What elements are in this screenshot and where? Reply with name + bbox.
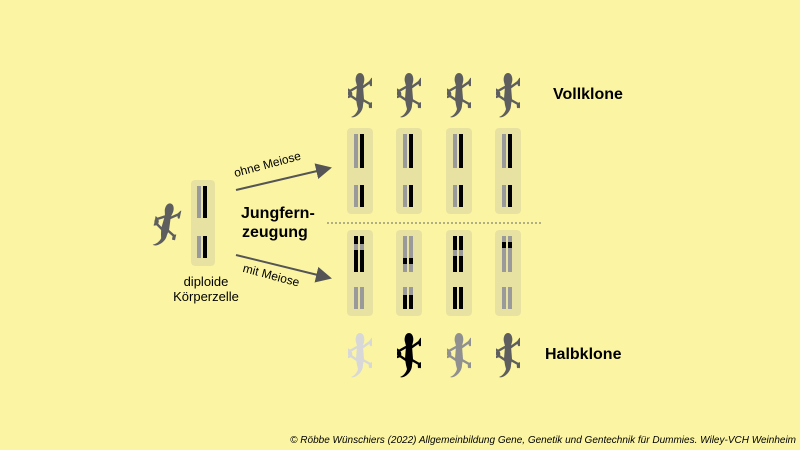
half-clone-chromosome-1b (409, 236, 413, 272)
full-clone-chromosome-1a (354, 134, 358, 168)
half-clone-chromosome-1b (459, 236, 463, 272)
full-clones-label: Vollklone (553, 86, 623, 103)
half-clone-chromosome-2a (354, 287, 358, 309)
half-clone-chromosome-2b (508, 287, 512, 309)
parent-chromosome-1b (203, 186, 207, 218)
full-clone-chromosome-2a (403, 185, 407, 207)
half-clone-chromosome-1a (403, 236, 407, 272)
somatic-cell-caption-line1: diploide (183, 274, 229, 289)
full-clone-chromosome-1b (508, 134, 512, 168)
full-clone-gecko-icon-1 (348, 71, 372, 119)
half-clones-label: Halbklone (545, 346, 622, 363)
full-clone-gecko-icon-3 (447, 71, 471, 119)
full-clone-gecko-icon-2 (397, 71, 421, 119)
full-clone-chromosome-2a (502, 185, 506, 207)
half-clone-cell-2 (396, 230, 422, 316)
arrow-without-meiosis (235, 163, 332, 191)
parthenogenesis-label-line2: zeugung (242, 224, 308, 241)
half-clone-chromosome-1b (508, 236, 512, 272)
full-clone-chromosome-1b (360, 134, 364, 168)
full-clone-cell-1 (347, 128, 373, 214)
parent-chromosome-1a (197, 186, 201, 218)
half-clone-gecko-icon-3 (447, 331, 471, 379)
half-clone-chromosome-2b (409, 287, 413, 309)
full-clone-chromosome-2b (409, 185, 413, 207)
arrow-with-meiosis (235, 254, 332, 283)
full-clone-cell-2 (396, 128, 422, 214)
parent-chromosome-2b (203, 236, 207, 258)
half-clone-cell-4 (495, 230, 521, 316)
half-clone-chromosome-2a (453, 287, 457, 309)
parent-gecko-icon (149, 199, 183, 251)
half-clone-chromosome-2b (360, 287, 364, 309)
half-clone-chromosome-2b (459, 287, 463, 309)
parthenogenesis-label-line1: Jungfern- (241, 205, 315, 222)
full-clone-cell-3 (446, 128, 472, 214)
half-clone-chromosome-2a (403, 287, 407, 309)
half-clone-chromosome-1a (502, 236, 506, 272)
full-clone-chromosome-2b (508, 185, 512, 207)
half-clone-chromosome-1a (354, 236, 358, 272)
full-clone-chromosome-2b (459, 185, 463, 207)
half-clone-gecko-icon-1 (348, 331, 372, 379)
full-clone-chromosome-2a (354, 185, 358, 207)
full-clone-chromosome-1b (409, 134, 413, 168)
somatic-cell-caption: diploide Körperzelle (160, 274, 252, 304)
full-clone-chromosome-1b (459, 134, 463, 168)
full-clone-chromosome-2b (360, 185, 364, 207)
full-clone-chromosome-1a (403, 134, 407, 168)
full-clone-chromosome-1a (502, 134, 506, 168)
full-clone-chromosome-2a (453, 185, 457, 207)
half-clone-gecko-icon-2 (397, 331, 421, 379)
credit-line: © Röbbe Wünschiers (2022) Allgemeinbildu… (290, 435, 796, 446)
somatic-cell-caption-line2: Körperzelle (173, 289, 239, 304)
half-clone-chromosome-1a (453, 236, 457, 272)
full-clone-cell-4 (495, 128, 521, 214)
half-clone-cell-1 (347, 230, 373, 316)
parent-chromosome-2a (197, 236, 201, 258)
half-clone-gecko-icon-4 (496, 331, 520, 379)
half-clone-cell-3 (446, 230, 472, 316)
full-clone-chromosome-1a (453, 134, 457, 168)
full-clone-gecko-icon-4 (496, 71, 520, 119)
half-clone-chromosome-2a (502, 287, 506, 309)
half-clone-chromosome-1b (360, 236, 364, 272)
